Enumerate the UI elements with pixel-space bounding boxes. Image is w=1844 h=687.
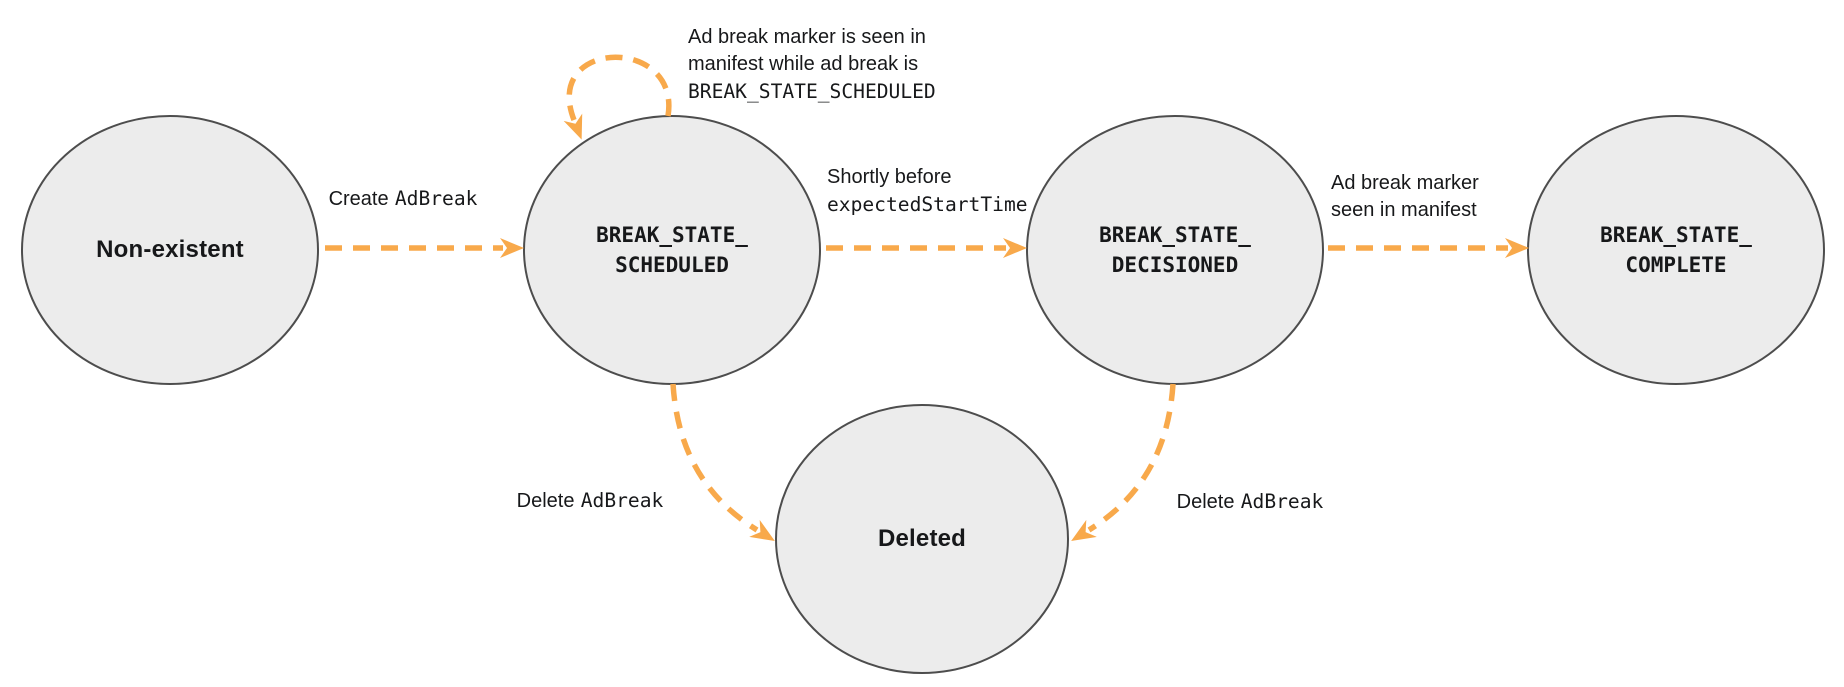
node-label-deleted: Deleted xyxy=(877,525,967,552)
node-break-state-scheduled xyxy=(523,115,821,385)
node-label-line: BREAK_STATE_ xyxy=(1600,223,1752,247)
node-break-state-decisioned xyxy=(1026,115,1324,385)
edge-label-text: Shortly before xyxy=(827,166,952,188)
node-label-line: SCHEDULED xyxy=(615,253,729,277)
node-label-line: COMPLETE xyxy=(1625,253,1727,277)
edge-label-text: Ad break marker is seen in xyxy=(688,26,926,48)
edge-label-code: AdBreak xyxy=(394,187,478,210)
edge-label-marker-seen: Ad break marker seen in manifest xyxy=(1331,170,1479,224)
edge-delete-adbreak-right xyxy=(1071,383,1176,542)
edge-label-text: Delete xyxy=(516,490,575,512)
edge-delete-adbreak-left xyxy=(670,383,775,542)
edge-self-loop-scheduled xyxy=(563,54,672,140)
node-label-non-existent: Non-existent xyxy=(96,236,244,263)
edge-label-text: Create xyxy=(328,188,389,210)
node-non-existent xyxy=(21,115,319,385)
edge-label-text: Delete xyxy=(1176,491,1235,513)
node-label-line: BREAK_STATE_ xyxy=(596,223,748,247)
edge-label-code: AdBreak xyxy=(580,489,664,512)
edge-label-code: BREAK_STATE_SCHEDULED xyxy=(688,80,936,103)
edge-label-shortly-before: Shortly before expectedStartTime xyxy=(827,164,1028,218)
node-label-break-state-complete: BREAK_STATE_ COMPLETE xyxy=(1600,220,1752,280)
edge-label-code: AdBreak xyxy=(1240,490,1324,513)
edge-label-text: seen in manifest xyxy=(1331,199,1477,221)
node-label-line: BREAK_STATE_ xyxy=(1099,223,1251,247)
edge-label-code: expectedStartTime xyxy=(827,193,1028,216)
edge-label-text: manifest while ad break is xyxy=(688,53,919,75)
node-label-break-state-decisioned: BREAK_STATE_ DECISIONED xyxy=(1099,220,1251,280)
node-deleted xyxy=(775,404,1069,674)
node-label-line: DECISIONED xyxy=(1111,253,1239,277)
node-label-break-state-scheduled: BREAK_STATE_ SCHEDULED xyxy=(596,220,748,280)
edge-label-text: Ad break marker xyxy=(1331,172,1479,194)
edge-label-self-loop: Ad break marker is seen in manifest whil… xyxy=(688,24,936,105)
